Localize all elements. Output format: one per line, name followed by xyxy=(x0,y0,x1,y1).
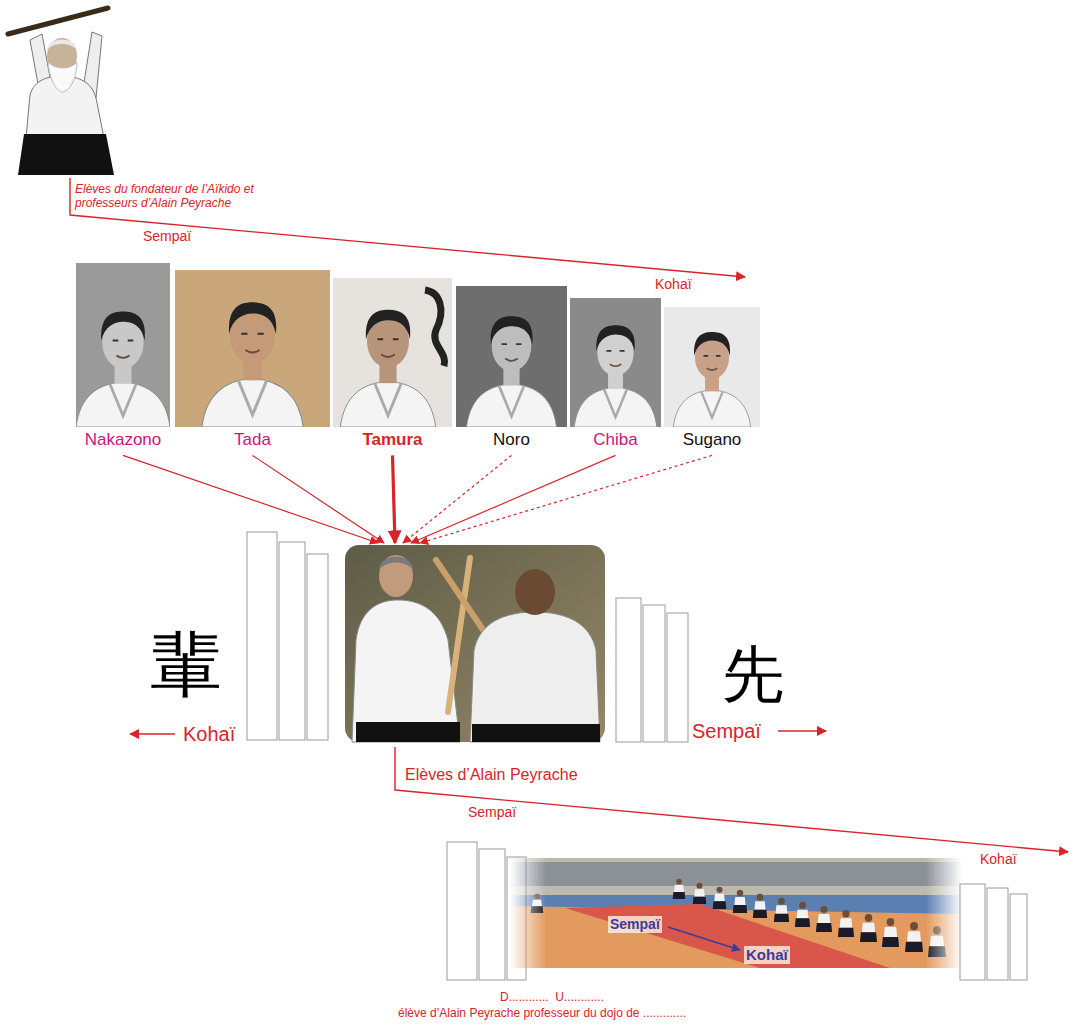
lineage-arrow xyxy=(393,455,396,543)
rank-bars xyxy=(247,532,1027,980)
sempai-label: Sempaï xyxy=(608,916,662,933)
kohai-label: Kohaï xyxy=(744,946,790,964)
kohai-label: Kohaï xyxy=(655,276,692,293)
founder-caption-box: Elèves du fondateur de l’Aïkido et profe… xyxy=(8,2,318,220)
sempai-kohai-arrow xyxy=(395,747,1068,852)
peyrache-photo xyxy=(345,545,605,742)
teacher-name: Noro xyxy=(493,430,530,450)
teacher-photo-box: Chiba xyxy=(570,298,661,452)
teacher-name: Tamura xyxy=(362,430,422,450)
lineage-arrow xyxy=(253,455,385,543)
teacher-photo-box: Sugano xyxy=(664,307,760,452)
sempai-kohai-arrow xyxy=(70,178,745,277)
founder-photo xyxy=(8,8,114,175)
kohai-label: Kohaï xyxy=(980,851,1017,868)
sempai-label: Sempaï xyxy=(143,228,191,245)
teacher-name: Sugano xyxy=(683,430,742,450)
fill-in-note: élève d’Alain Peyrache professeur du doj… xyxy=(398,1006,686,1020)
teacher-photo-box: Tamura xyxy=(333,278,452,452)
dojo-photo xyxy=(510,858,962,968)
teacher-photo-box: Elèves d’Alain Peyrache xyxy=(345,545,610,787)
lineage-arrow xyxy=(403,455,512,543)
kanji-symbol: 輩 xyxy=(150,628,222,700)
kohai-direction-arrow xyxy=(130,733,175,735)
sempai-label: Sempaï xyxy=(692,719,761,743)
sempai-kohai-arrow xyxy=(668,927,740,950)
lineage-arrow xyxy=(420,455,712,543)
teacher-photo-box: Nakazono xyxy=(76,263,170,452)
fill-in-note: D............ U............ xyxy=(500,990,604,1004)
teacher-photos xyxy=(76,263,760,427)
teacher-name: Chiba xyxy=(593,430,637,450)
teacher-photo-box: Tada xyxy=(175,270,330,452)
lineage-arrow xyxy=(411,455,616,543)
sempai-label: Sempaï xyxy=(468,804,516,821)
teacher-name: Nakazono xyxy=(85,430,162,450)
caption-text: Elèves d’Alain Peyrache xyxy=(405,765,578,784)
teacher-photo-box: Noro xyxy=(456,286,567,452)
lineage-arrow xyxy=(123,455,378,543)
teacher-name: Tada xyxy=(234,430,271,450)
kohai-label: Kohaï xyxy=(183,722,235,746)
caption-text: Elèves du fondateur de l’Aïkido et profe… xyxy=(75,182,273,211)
kanji-symbol: 先 xyxy=(722,644,784,706)
sempai-direction-arrow xyxy=(778,730,826,732)
